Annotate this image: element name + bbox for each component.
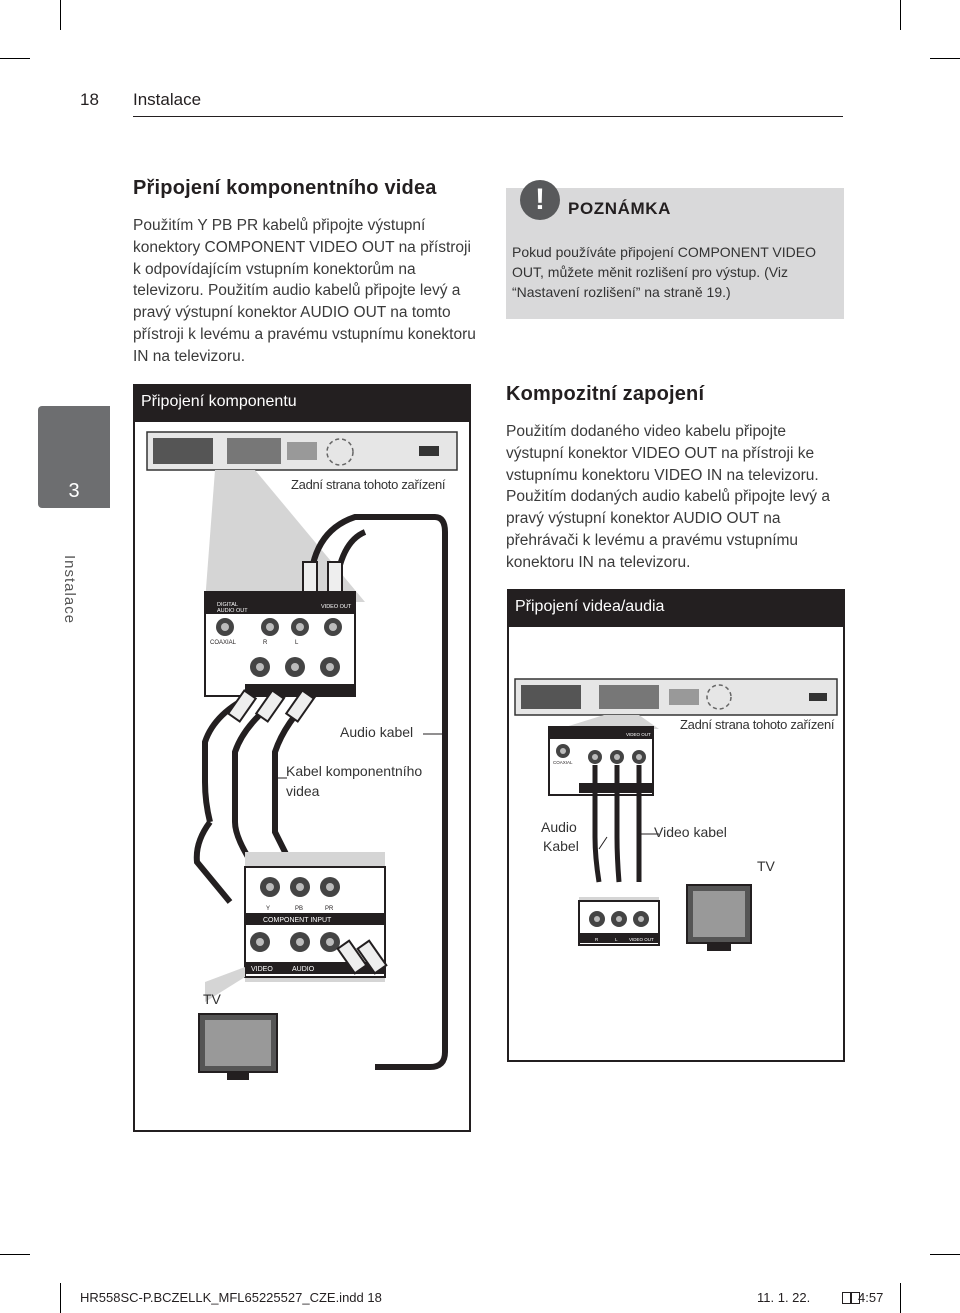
footer-time: 4:57 bbox=[858, 1290, 884, 1305]
audio-label-2: Kabel bbox=[543, 838, 579, 854]
crop-mark bbox=[0, 1254, 30, 1255]
tv-label-right: TV bbox=[757, 858, 775, 874]
chapter-tab bbox=[38, 406, 110, 508]
r-label: R bbox=[263, 640, 268, 646]
note-text: Pokud používáte připojení COMPONENT VIDE… bbox=[512, 244, 816, 300]
tv-pb-label: PB bbox=[295, 906, 303, 912]
composite-r-label: R bbox=[595, 937, 599, 942]
header-rule bbox=[133, 116, 843, 117]
component-box-title: Připojení komponentu bbox=[133, 384, 471, 420]
component-connection-illustration: DIGITAL AUDIO OUT VIDEO OUT COAXIAL R L bbox=[146, 431, 458, 1080]
component-input-label: COMPONENT INPUT bbox=[263, 917, 332, 924]
footer-date: 11. 1. 22. bbox=[757, 1290, 811, 1305]
tv-video-label: VIDEO bbox=[251, 966, 273, 973]
crop-mark bbox=[900, 0, 901, 30]
warning-icon: ! bbox=[520, 180, 560, 220]
crop-mark bbox=[930, 58, 960, 59]
digital-audio-label: DIGITAL bbox=[217, 602, 238, 608]
chapter-number: 3 bbox=[68, 480, 80, 502]
l-label: L bbox=[295, 640, 299, 646]
tv-label-left: TV bbox=[203, 991, 221, 1007]
tv-y-label: Y bbox=[266, 906, 270, 912]
composite-l-label: L bbox=[615, 937, 618, 942]
footer-file: HR558SC-P.BCZELLK_MFL65225527_CZE.indd 1… bbox=[80, 1290, 382, 1305]
composite-diagram: VIDEO OUT COAXIAL R L VIDEO OUT bbox=[507, 625, 845, 1062]
tv-pr-label: PR bbox=[325, 906, 334, 912]
composite-video-out-label: VIDEO OUT bbox=[626, 732, 651, 737]
composite-box-title: Připojení videa/audia bbox=[507, 589, 845, 625]
crop-mark bbox=[930, 1254, 960, 1255]
crop-mark bbox=[0, 58, 30, 59]
component-cable-label-1: Kabel komponentního bbox=[286, 763, 423, 779]
glyph-box-icon bbox=[851, 1292, 860, 1304]
chapter-label: Instalace bbox=[61, 555, 78, 625]
note-title: POZNÁMKA bbox=[568, 199, 672, 218]
composite-connection-illustration: VIDEO OUT COAXIAL R L VIDEO OUT bbox=[514, 678, 838, 951]
audio-out-label: AUDIO OUT bbox=[217, 608, 248, 614]
component-heading: Připojení komponentního videa bbox=[133, 177, 437, 199]
component-diagram: DIGITAL AUDIO OUT VIDEO OUT COAXIAL R L bbox=[133, 420, 471, 1132]
video-cable-label: Video kabel bbox=[654, 824, 727, 840]
tv-audio-label: AUDIO bbox=[292, 966, 315, 973]
page-number: 18 bbox=[80, 90, 99, 109]
crop-mark bbox=[60, 0, 61, 30]
crop-mark bbox=[900, 1283, 901, 1313]
composite-tv-video-out-label: VIDEO OUT bbox=[629, 937, 654, 942]
running-header: Instalace bbox=[133, 90, 202, 109]
coaxial-label: COAXIAL bbox=[210, 640, 237, 646]
component-cable-label-2: videa bbox=[286, 783, 320, 799]
crop-mark bbox=[60, 1283, 61, 1313]
composite-coaxial-label: COAXIAL bbox=[553, 760, 573, 765]
video-out-label: VIDEO OUT bbox=[321, 604, 352, 610]
composite-heading: Kompozitní zapojení bbox=[506, 383, 705, 405]
rear-label-left: Zadní strana tohoto zařízení bbox=[291, 477, 446, 492]
audio-label-1: Audio bbox=[541, 819, 577, 835]
note-box bbox=[506, 188, 844, 319]
glyph-box-icon bbox=[842, 1292, 851, 1304]
rear-label-right: Zadní strana tohoto zařízení bbox=[680, 717, 835, 732]
composite-paragraph: Použitím dodaného video kabelu připojte … bbox=[506, 423, 830, 571]
component-paragraph: Použitím Y PB PR kabelů připojte výstupn… bbox=[133, 217, 476, 365]
audio-cable-label: Audio kabel bbox=[340, 724, 414, 740]
